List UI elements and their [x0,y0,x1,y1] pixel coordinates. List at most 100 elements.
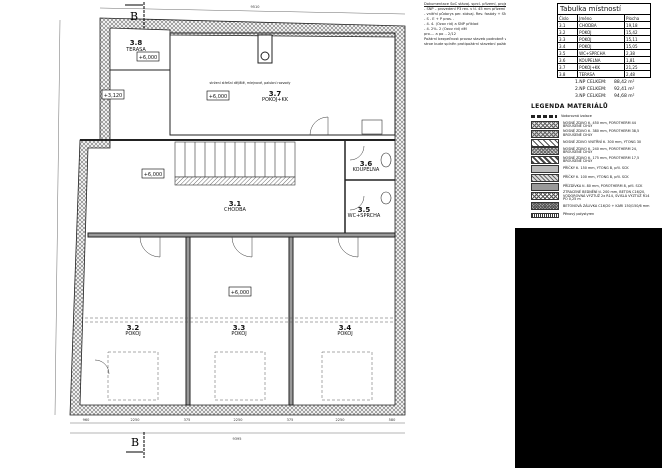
dim-segment: 2250 [131,418,140,422]
dim-bottom-total: 9395 [233,437,242,441]
table-cell: WC+SPRCHA [577,49,626,57]
svg-text:3.8: 3.8 [130,39,143,47]
legend-item: NOSNÉ ZDIVO tl. 240 mm, POROTHERM 24, BR… [531,147,651,156]
legend-swatch [531,212,559,218]
table-cell: TERASA [577,70,626,78]
room-3-7: stržení střešní dějiště, mlejnové, palub… [206,81,291,103]
svg-text:3.2: 3.2 [127,324,140,332]
legend-item: NOSNÉ ZDIVO VNITŘNÍ tl. 300 mm, YTONG 30 [531,138,651,147]
legend-item: Pěnový polystyren [531,211,651,220]
svg-text:POKOJ: POKOJ [125,331,140,337]
table-cell: 19,18 [624,21,651,29]
legend-label: NOSNÉ ZDIVO VNITŘNÍ tl. 300 mm, YTONG 30 [563,139,642,144]
dim-segment: 580 [389,418,396,422]
legend-label: PŘÍČKY tl. 150 mm, YTONG B, příl. SCK [563,166,629,171]
section-marker-bottom: B [126,432,145,458]
svg-text:CHODBA: CHODBA [224,207,246,213]
total-row: 3.NP CELKEM:94,68 m² [575,94,635,99]
legend-swatch [531,164,559,173]
note-line: - SNP – provedení P3 rev. v tl. 45 mm př… [424,7,506,11]
svg-text:WC+SPRCHA: WC+SPRCHA [348,213,381,219]
dim-segment: 375 [184,418,191,422]
legend-item: NOSNÉ ZDIVO tl. 450 mm, POROTHERM 44 BRO… [531,121,651,130]
col-header: Číslo [556,14,579,22]
svg-text:3.6: 3.6 [360,160,373,168]
dimension-lines [54,7,406,434]
legend-item: PŘÍČKY tl. 150 mm, YTONG B, příl. SCK [531,164,651,174]
legend-swatch [531,147,559,156]
interior-walls [80,32,396,406]
svg-text:B: B [130,10,138,23]
room-3-6: 3.6 KOUPELNA [353,160,380,173]
note-line: pro.... a po .. 2/12 [424,32,456,36]
room-3-8: 3.8 TERASA +6,000 [125,39,160,62]
note-line: Požární bezpečnost provoz staveb podrobn… [424,37,506,41]
legend-item: PŘÍZDÍVKA tl. 80 mm, POROTHERM 8, příl. … [531,182,651,191]
table-cell: 3.1 [556,21,579,29]
total-row: 2.NP CELKEM:92,41 m² [575,87,635,92]
legend-swatch [531,156,559,165]
table-cell: 2,48 [624,70,651,78]
table-cell: POKOJ+KK [577,63,626,71]
legend-label: NOSNÉ ZDIVO tl. 450 mm, POROTHERM 44 BRO… [563,120,636,129]
svg-text:+6,000: +6,000 [139,55,158,61]
legend-item: PŘÍČKY tl. 100 mm, YTONG B, příl. SCK [531,173,651,182]
level-mark: +3,120 [101,89,125,100]
svg-text:3.7: 3.7 [269,90,282,98]
door-swings [94,116,365,375]
legend-swatch [531,114,557,118]
legend-swatch [531,173,559,182]
legend-swatch [531,202,559,211]
legend-label: NOSNÉ ZDIVO tl. 380 mm, POROTHERM 38,5 B… [563,129,640,137]
project-notes: Dokumentace SoČ stávaj. sprcl. přízemí, … [424,2,506,47]
svg-text:B: B [131,436,139,449]
legend-label: NOSNÉ ZDIVO tl. 175 mm, POROTHERM 17,5 B… [563,155,640,164]
table-cell: 2,38 [624,49,651,57]
note-line: stroe bude splněn protipožární stavební … [424,42,506,46]
table-cell: 3.7 [556,63,579,71]
table-cell: CHODBA [577,21,626,29]
svg-text:3.1: 3.1 [229,200,242,208]
room-3-1: 3.1 CHODBA +6,000 [141,168,247,213]
svg-text:+3,120: +3,120 [104,93,123,99]
svg-text:stržení střešní dějiště, mlejn: stržení střešní dějiště, mlejnové, palub… [210,81,291,85]
svg-text:+6,000: +6,000 [144,172,163,178]
table-cell: 15,42 [624,28,651,36]
table-cell: 15,11 [624,35,651,43]
svg-text:POKOJ+KK: POKOJ+KK [262,97,289,103]
dim-segment: 375 [287,418,294,422]
table-cell: POKOJ [577,42,626,50]
room-3-4: 3.4 POKOJ [337,324,352,337]
table-cell: 3.3 [556,35,579,43]
legend-title: LEGENDA MATERIÁLŮ [531,103,609,110]
area-totals: 1.NP CELKEM:88,42 m² 2.NP CELKEM:92,41 m… [575,79,635,100]
dim-segment: 960 [83,418,90,422]
dashed-lines [85,317,395,401]
legend-label: Pěnový polystyren [563,212,595,217]
svg-text:+6,000: +6,000 [209,94,228,100]
legend-item: Vodorovná izolace [531,112,651,121]
table-cell: 21,25 [624,63,651,71]
room-3-2: 3.2 POKOJ [125,324,140,337]
legend-label: Vodorovná izolace [561,113,592,118]
legend-swatch [531,182,559,191]
legend-label: BETONOVÁ ZÁLIVKA C16/20 + KARI 150/150/6… [563,203,650,208]
table-cell: POKOJ [577,35,626,43]
note-line: - S - E + P pros. . [424,17,455,21]
room-3-3: 3.3 POKOJ +6,000 [228,286,252,337]
black-area [515,228,662,468]
table-cell: 3.2 [556,28,579,36]
svg-text:POKOJ: POKOJ [337,331,352,337]
legend-item: ZTRACENÉ BEDNĚNÍ tl. 200 mm, BETON C16/2… [531,190,651,202]
col-header: Plocha [624,14,651,22]
staircase [174,141,296,186]
legend-item: NOSNÉ ZDIVO tl. 175 mm, POROTHERM 17,5 B… [531,156,651,165]
legend-swatch [531,192,559,201]
